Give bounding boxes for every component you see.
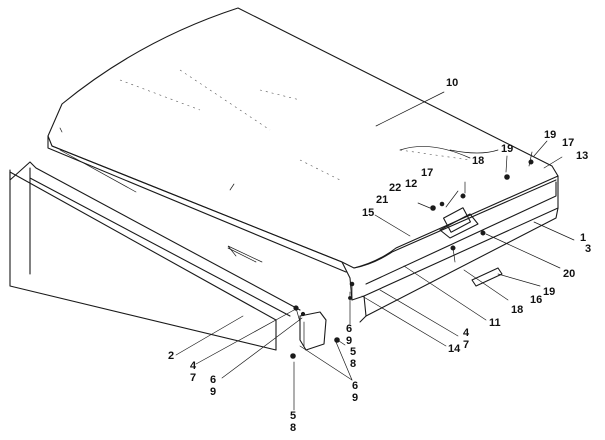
screw-20: [480, 230, 486, 236]
callout-14: 14: [448, 343, 461, 355]
callout-6: 6: [352, 380, 358, 392]
nut-5b: [290, 353, 296, 359]
callout-17: 17: [421, 167, 433, 179]
callout-2: 2: [168, 350, 174, 362]
callout-1: 1: [580, 232, 586, 244]
callout-11: 11: [489, 317, 501, 329]
nut-5: [334, 337, 340, 343]
callout-8: 8: [290, 422, 296, 434]
callout-8: 8: [350, 358, 356, 370]
callout-6: 6: [210, 374, 216, 386]
side-rail: [9, 161, 301, 351]
callout-21: 21: [376, 194, 388, 206]
callout-5: 5: [350, 346, 356, 358]
washer-21: [430, 205, 436, 211]
leader-lines: [175, 91, 575, 411]
callout-18: 18: [472, 155, 484, 167]
nut-22: [439, 201, 445, 207]
bracket-16: [471, 267, 503, 287]
callout-labels: 10 19 17 13 19 18 17 12 22 21 15 1 3 20 …: [168, 77, 591, 434]
callout-6: 6: [346, 323, 352, 335]
callout-15: 15: [362, 207, 374, 219]
callout-7: 7: [190, 372, 196, 384]
callout-3: 3: [585, 243, 591, 255]
end-bracket: [290, 305, 340, 359]
callout-4: 4: [463, 327, 470, 339]
callout-16: 16: [530, 294, 542, 306]
washer-18: [504, 174, 510, 180]
top-panel: [47, 7, 559, 323]
callout-7: 7: [463, 339, 469, 351]
callout-19: 19: [544, 129, 556, 141]
callout-22: 22: [389, 182, 401, 194]
callout-9: 9: [346, 335, 352, 347]
callout-9: 9: [210, 386, 216, 398]
callout-5: 5: [290, 410, 296, 422]
callout-18: 18: [511, 304, 523, 316]
hinge-block: [442, 207, 472, 233]
callout-19: 19: [543, 286, 555, 298]
callout-19: 19: [501, 143, 513, 155]
screw-17: [460, 193, 466, 199]
callout-9: 9: [352, 392, 358, 404]
callout-13: 13: [576, 150, 588, 162]
washer-7: [300, 311, 306, 317]
lid-hardware: [430, 151, 534, 287]
callout-12: 12: [405, 178, 417, 190]
callout-4: 4: [190, 360, 197, 372]
callout-10: 10: [446, 77, 458, 89]
callout-20: 20: [563, 268, 575, 280]
callout-17: 17: [562, 137, 574, 149]
